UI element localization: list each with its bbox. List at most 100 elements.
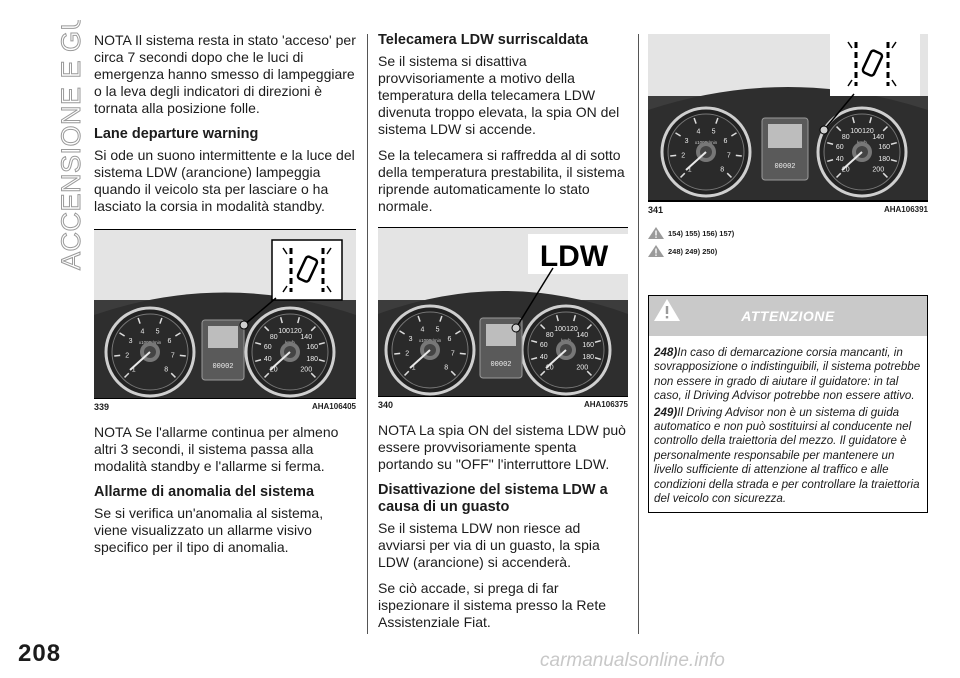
svg-text:160: 160 xyxy=(306,344,318,351)
figure-number: 340 xyxy=(378,400,394,410)
column-3: 12345678x1000r/min 204060801001201401601… xyxy=(648,34,928,514)
ldw-label: LDW xyxy=(540,240,609,273)
svg-text:8: 8 xyxy=(720,166,724,173)
figure-caption: 341 AHA106391 xyxy=(648,201,928,215)
svg-text:20: 20 xyxy=(546,364,554,371)
attention-header: ATTENZIONE xyxy=(649,296,927,336)
heading-system-fault: Allarme di anomalia del sistema xyxy=(94,484,315,500)
svg-text:3: 3 xyxy=(409,336,413,343)
svg-text:2: 2 xyxy=(125,353,129,360)
heading-camera-overheated: Telecamera LDW surriscaldata xyxy=(378,32,589,48)
figure-reference: AHA106375 xyxy=(583,400,628,409)
svg-text:100: 100 xyxy=(850,128,862,135)
svg-text:7: 7 xyxy=(451,351,455,358)
svg-text:180: 180 xyxy=(306,356,318,363)
instrument-cluster-image: 12345678x1000r/min 204060801001201401601… xyxy=(94,230,356,398)
svg-text:6: 6 xyxy=(168,338,172,345)
column-2: Telecamera LDW surriscaldata Se il siste… xyxy=(378,32,628,640)
note-paragraph: NOTA Se l'allarme continua per almeno al… xyxy=(94,424,339,474)
chapter-side-title: ACCENSIONE E GUIDA xyxy=(8,20,88,280)
svg-text:8: 8 xyxy=(444,364,448,371)
warning-triangle-icon xyxy=(654,299,680,321)
svg-text:160: 160 xyxy=(878,144,890,151)
svg-text:100: 100 xyxy=(554,326,566,333)
svg-text:4: 4 xyxy=(696,128,700,135)
paragraph: Se si verifica un'anomalia al sistema, v… xyxy=(94,505,324,555)
svg-text:00002: 00002 xyxy=(774,163,795,171)
column-divider-2 xyxy=(638,34,639,634)
svg-text:7: 7 xyxy=(727,153,731,160)
svg-text:5: 5 xyxy=(156,328,160,335)
warning-references: 154) 155) 156) 157) xyxy=(668,228,735,238)
watermark-text: carmanualsonline.info xyxy=(540,650,725,671)
figure-number: 341 xyxy=(648,205,664,215)
svg-text:1: 1 xyxy=(412,364,416,371)
figure-number: 339 xyxy=(94,402,110,412)
figure-reference: AHA106405 xyxy=(311,402,356,411)
svg-text:6: 6 xyxy=(724,138,728,145)
svg-text:00002: 00002 xyxy=(490,361,511,369)
svg-text:4: 4 xyxy=(420,326,424,333)
svg-text:60: 60 xyxy=(540,342,548,349)
warning-248: 248)In caso di demarcazione corsia manca… xyxy=(654,346,921,403)
svg-text:40: 40 xyxy=(540,354,548,361)
figure-340: 12345678x1000r/min 204060801001201401601… xyxy=(378,227,628,397)
column-1: NOTA Il sistema resta in stato 'acceso' … xyxy=(94,32,356,565)
svg-text:4: 4 xyxy=(140,328,144,335)
svg-text:200: 200 xyxy=(576,364,588,371)
paragraph: Se il sistema LDW non riesce ad avviarsi… xyxy=(378,520,600,570)
svg-text:100: 100 xyxy=(278,328,290,335)
svg-text:80: 80 xyxy=(270,334,278,341)
svg-text:5: 5 xyxy=(436,326,440,333)
warning-references: 248) 249) 250) xyxy=(668,246,718,256)
chapter-title-text: ACCENSIONE E GUIDA xyxy=(56,20,86,270)
figure-caption: 339 AHA106405 xyxy=(94,402,356,412)
note-paragraph: NOTA La spia ON del sistema LDW può esse… xyxy=(378,422,626,472)
svg-text:1: 1 xyxy=(132,366,136,373)
svg-text:6: 6 xyxy=(448,336,452,343)
instrument-cluster-image: 12345678x1000r/min 204060801001201401601… xyxy=(378,228,628,396)
svg-text:200: 200 xyxy=(300,366,312,373)
figure-reference: AHA106391 xyxy=(883,205,928,214)
svg-text:20: 20 xyxy=(842,166,850,173)
svg-text:2: 2 xyxy=(405,351,409,358)
paragraph: Se il sistema si disattiva provvisoriame… xyxy=(378,53,620,137)
svg-text:200: 200 xyxy=(872,166,884,173)
svg-text:5: 5 xyxy=(712,128,716,135)
svg-text:160: 160 xyxy=(582,342,594,349)
svg-text:180: 180 xyxy=(878,156,890,163)
attention-title: ATTENZIONE xyxy=(741,308,835,324)
svg-text:120: 120 xyxy=(566,326,578,333)
svg-text:140: 140 xyxy=(576,332,588,339)
warning-reference-row: 248) 249) 250) xyxy=(648,245,928,257)
svg-text:40: 40 xyxy=(264,356,272,363)
svg-text:00002: 00002 xyxy=(212,363,233,371)
column-divider-1 xyxy=(367,34,368,634)
svg-text:1: 1 xyxy=(688,166,692,173)
svg-text:180: 180 xyxy=(582,354,594,361)
instrument-cluster-image: 12345678x1000r/min 204060801001201401601… xyxy=(648,34,928,200)
heading-ldw-deactivation: Disattivazione del sistema LDW a causa d… xyxy=(378,482,608,515)
svg-text:80: 80 xyxy=(546,332,554,339)
svg-text:140: 140 xyxy=(872,134,884,141)
svg-text:20: 20 xyxy=(270,366,278,373)
page-number: 208 xyxy=(18,640,62,667)
svg-text:80: 80 xyxy=(842,134,850,141)
svg-text:3: 3 xyxy=(685,138,689,145)
figure-339: 12345678x1000r/min 204060801001201401601… xyxy=(94,229,356,399)
paragraph: Si ode un suono intermittente e la luce … xyxy=(94,147,355,214)
svg-text:8: 8 xyxy=(164,366,168,373)
svg-text:60: 60 xyxy=(836,144,844,151)
svg-text:3: 3 xyxy=(129,338,133,345)
warning-triangle-icon xyxy=(648,227,664,239)
attention-box: ATTENZIONE 248)In caso di demarcazione c… xyxy=(648,295,928,514)
svg-text:120: 120 xyxy=(290,328,302,335)
attention-body: 248)In caso di demarcazione corsia manca… xyxy=(649,336,927,512)
paragraph: Se ciò accade, si prega di far ispeziona… xyxy=(378,580,606,630)
svg-text:120: 120 xyxy=(862,128,874,135)
svg-text:7: 7 xyxy=(171,353,175,360)
heading-lane-departure: Lane departure warning xyxy=(94,126,259,142)
figure-341: 12345678x1000r/min 204060801001201401601… xyxy=(648,34,928,201)
warning-249: 249)Il Driving Advisor non è un sistema … xyxy=(654,405,920,506)
svg-text:140: 140 xyxy=(300,334,312,341)
